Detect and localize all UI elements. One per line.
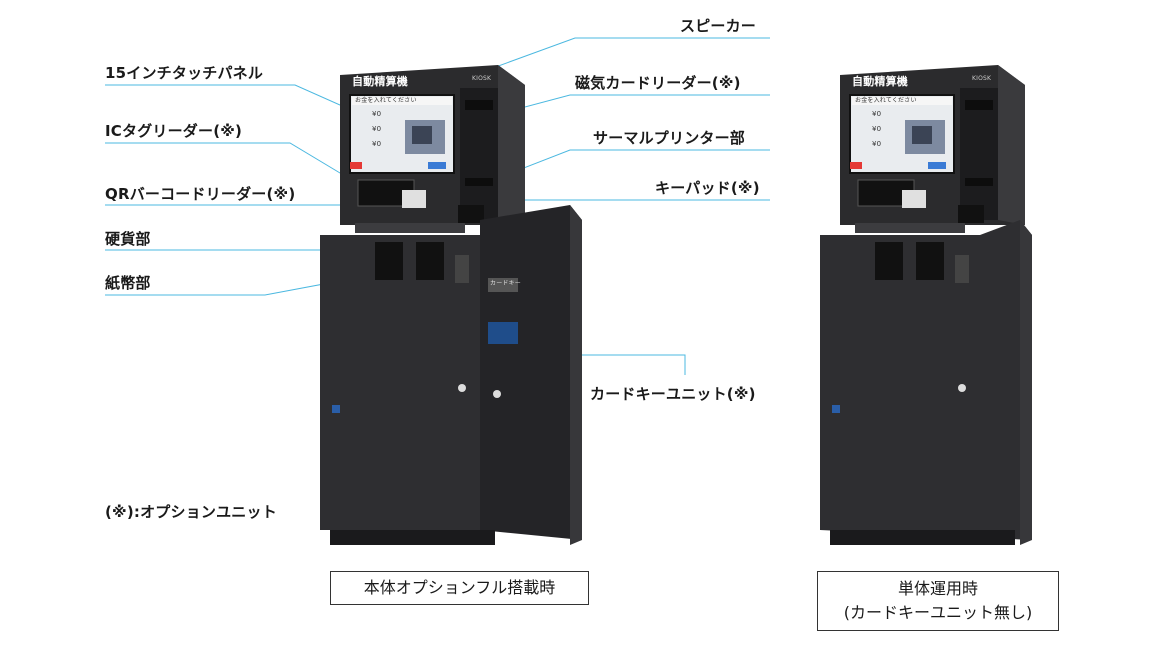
single-screen-row-2: ¥0	[872, 125, 882, 133]
callout-mag-reader: 磁気カードリーダー(※)	[575, 74, 741, 92]
kiosk-single	[820, 65, 1032, 545]
callout-speaker: スピーカー	[680, 17, 757, 35]
single-screen-row-1: ¥0	[872, 110, 882, 118]
caption-single-line2: (カードキーユニット無し)	[843, 603, 1033, 622]
main-card-key-panel: カードキー	[490, 280, 522, 287]
callout-bill-unit: 紙幣部	[105, 274, 151, 292]
caption-single: 単体運用時 (カードキーユニット無し)	[817, 571, 1059, 631]
kiosk-main	[320, 65, 582, 545]
callout-qr-reader: QRバーコードリーダー(※)	[105, 185, 296, 203]
single-screen-row-3: ¥0	[872, 140, 882, 148]
single-screen-title: 自動精算機	[852, 75, 908, 88]
caption-single-line1: 単体運用時	[897, 579, 978, 598]
single-brand-mark: KIOSK	[972, 75, 992, 82]
main-screen-row-2: ¥0	[372, 125, 382, 133]
main-brand-mark: KIOSK	[472, 75, 492, 82]
callout-ic-reader: ICタグリーダー(※)	[105, 122, 243, 140]
callout-card-key-unit: カードキーユニット(※)	[590, 385, 756, 403]
caption-full-options: 本体オプションフル搭載時	[330, 571, 589, 605]
callout-thermal-printer: サーマルプリンター部	[593, 129, 746, 147]
single-screen-prompt: お金を入れてください	[855, 97, 917, 104]
main-screen-title: 自動精算機	[352, 75, 408, 88]
leader-ic	[105, 142, 361, 186]
callout-keypad: キーパッド(※)	[655, 179, 760, 197]
caption-full-options-text: 本体オプションフル搭載時	[363, 578, 556, 597]
callout-touch-panel: 15インチタッチパネル	[105, 64, 264, 82]
main-screen-row-1: ¥0	[372, 110, 382, 118]
option-note: (※):オプションユニット	[105, 503, 277, 521]
main-screen-row-3: ¥0	[372, 140, 382, 148]
main-screen-prompt: お金を入れてください	[355, 97, 417, 104]
callout-coin-unit: 硬貨部	[105, 230, 151, 248]
